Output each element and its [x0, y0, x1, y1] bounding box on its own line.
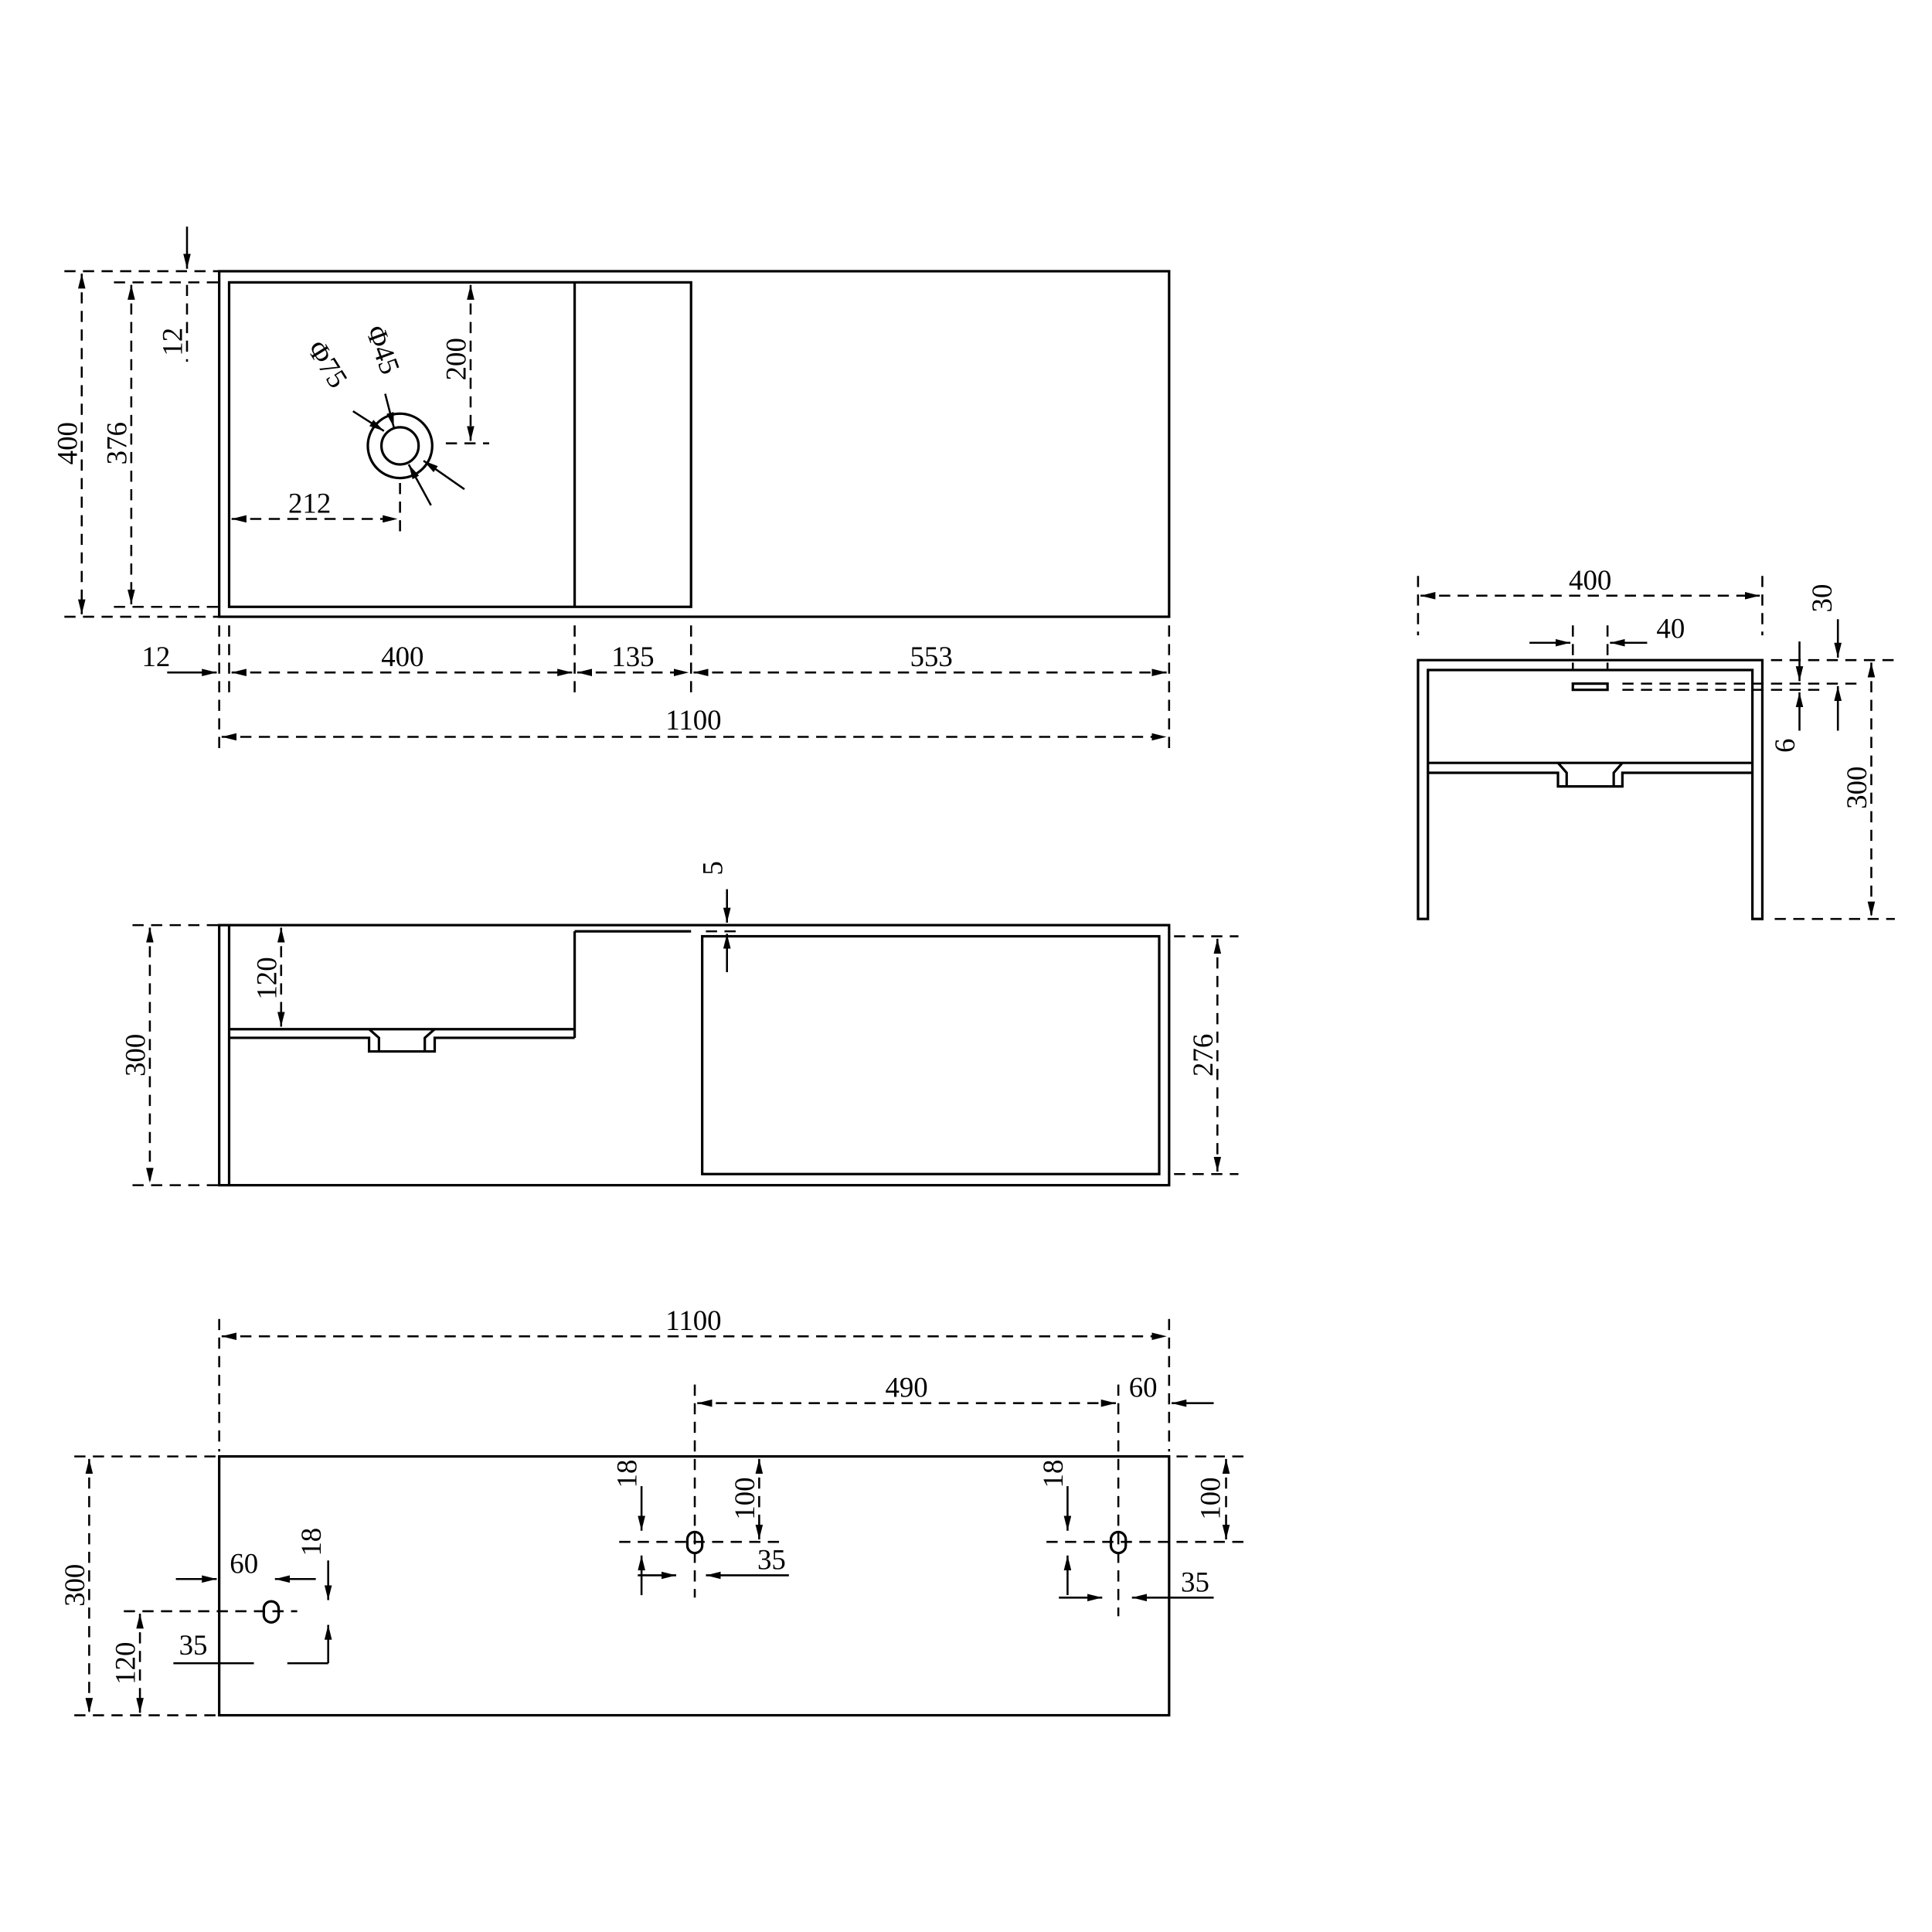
dim-hole-right-offset: 60: [1129, 1372, 1158, 1403]
dim-slot-from-top: 30: [1806, 584, 1838, 613]
dim-side-depth: 400: [1569, 564, 1611, 596]
dim-right-width: 553: [910, 641, 952, 672]
dim-hole-height-c: 18: [295, 1528, 327, 1556]
top-outline: [218, 270, 1171, 618]
dim-back-height: 300: [59, 1564, 90, 1607]
dim-drain-to-back: 200: [440, 338, 472, 380]
dim-basin-depth-front: 120: [250, 957, 282, 999]
dim-drain-inner-dia: Φ45: [360, 321, 406, 378]
side-view: 400 40 30 6 300: [1417, 564, 1895, 920]
dim-rim-left: 12: [142, 641, 171, 672]
dim-hole-from-top-b: 100: [1195, 1477, 1226, 1519]
drain-inner-circle: [379, 426, 420, 466]
overflow-slot: [1571, 682, 1609, 692]
dim-hole-width-c: 35: [179, 1629, 208, 1661]
dim-hole-width-b: 35: [1181, 1566, 1209, 1597]
cabinet-opening: [701, 934, 1161, 1175]
dim-hole-left-offset: 60: [230, 1547, 258, 1579]
dim-hole-width-a: 35: [757, 1543, 786, 1575]
top-view: 400 376 12 200 212 Φ75 Φ45 12 400 135 55…: [51, 226, 1171, 753]
front-view: 300 120 5 276: [120, 861, 1239, 1187]
dim-cabinet-height: 276: [1187, 1034, 1219, 1077]
dim-rim: 12: [157, 328, 189, 356]
drain-outer-circle: [366, 412, 434, 480]
dim-step: 5: [696, 861, 728, 875]
dim-hole-from-top-a: 100: [729, 1477, 760, 1519]
dim-side-height: 300: [1841, 767, 1872, 809]
dim-width-total: 1100: [665, 704, 721, 736]
dim-back-width: 1100: [665, 1304, 721, 1336]
dim-hole-from-bottom: 120: [110, 1642, 141, 1685]
back-outline: [218, 1455, 1171, 1717]
dim-hole-spacing: 490: [885, 1372, 927, 1403]
dim-hole-height-a: 18: [611, 1460, 643, 1488]
dim-basin-depth: 376: [100, 422, 132, 464]
dim-front-height: 300: [120, 1034, 151, 1077]
dim-basin-width: 400: [381, 641, 423, 672]
basin-outline: [227, 281, 692, 608]
dim-drain-outer-dia: Φ75: [301, 335, 355, 393]
dim-drain-from-left: 212: [288, 487, 331, 519]
dim-slot-height: 6: [1769, 739, 1801, 753]
back-view: 1100 490 60 18 18 18 100 100 35 35 35 60…: [59, 1304, 1245, 1717]
front-outline: [218, 923, 1171, 1187]
dim-hole-height-b: 18: [1037, 1460, 1069, 1488]
dim-shelf-width: 135: [611, 641, 654, 672]
dim-slot-width: 40: [1656, 612, 1685, 644]
dim-depth-total: 400: [51, 422, 83, 464]
